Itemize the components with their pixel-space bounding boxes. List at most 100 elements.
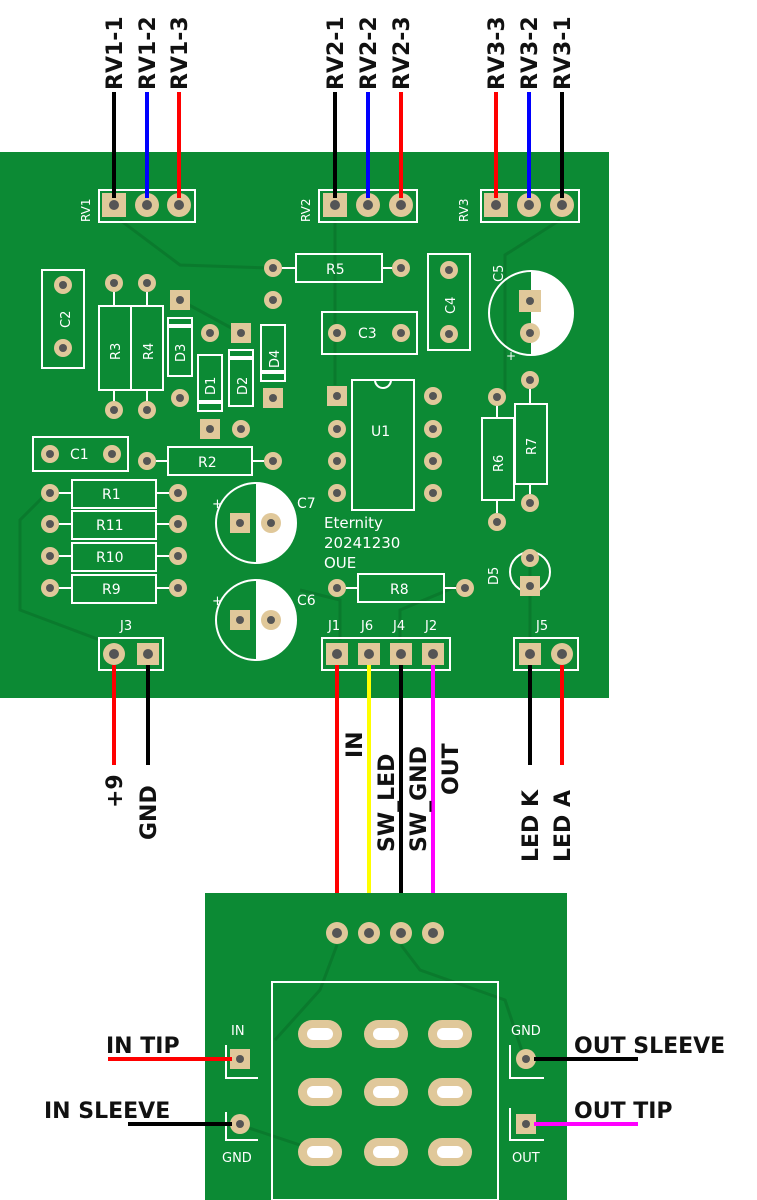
j1-silk: J1 [327,619,340,634]
r9-silk: R9 [102,582,121,598]
r3-r4-resistors: R3 R4 [98,274,164,419]
label-rv3-1: RV3-1 [551,16,576,90]
r7-silk: R7 [525,438,540,455]
label-rv3-3: RV3-3 [485,16,510,90]
out-jack-pads: GND OUT [509,1024,544,1166]
label-sw-led: SW_LED [375,754,400,852]
jack-gnd-left-silk: GND [222,1151,252,1166]
r8-silk: R8 [390,582,409,598]
r6-silk: R6 [492,455,507,472]
board-line3: OUE [324,554,356,572]
j2-silk: J2 [424,619,437,634]
c5-plus: + [506,349,516,363]
rv2-header: RV2 [299,189,418,223]
rv1-header: RV1 [79,189,196,223]
jack-in-silk: IN [231,1024,245,1039]
r2-silk: R2 [198,455,217,471]
c4-capacitor: C4 [427,253,471,351]
label-rv2-1: RV2-1 [324,16,349,90]
jack-traces [239,944,527,1147]
rv1-silk: RV1 [79,198,93,222]
label-out-tip: OUT TIP [574,1099,673,1124]
c6-plus: + [212,594,223,609]
r4-silk: R4 [142,343,157,360]
d2-silk: D2 [236,377,251,395]
c5-silk: C5 [492,265,507,282]
jack-out-silk: OUT [512,1151,540,1166]
j4-silk: J4 [392,619,405,634]
label-out-sleeve: OUT SLEEVE [574,1034,725,1059]
u1-ic: U1 [327,379,442,511]
r3-silk: R3 [109,343,124,360]
c3-capacitor: C3 [321,311,418,355]
label-led-a: LED A [551,790,576,862]
c7-capacitor: C7 + [212,482,316,564]
r5-silk: R5 [326,262,345,278]
label-plus9: +9 [103,774,128,808]
resistor-bank: R1 R11 R10 R9 [41,479,187,604]
d4-diode: D4 [260,291,286,408]
label-rv2-2: RV2-2 [357,16,382,90]
j1-j6-j4-j2-headers: J1 J6 J4 J2 [321,619,451,671]
j6-silk: J6 [360,619,373,634]
pot-wires [112,92,564,198]
r11-silk: R11 [96,518,124,534]
copper-traces [18,218,561,642]
footswitch-3pdt [271,981,499,1200]
label-in: IN [343,731,368,758]
c5-capacitor: C5 + [488,265,574,363]
label-rv1-3: RV1-3 [168,16,193,90]
r5-resistor: R5 [264,253,410,283]
c2-capacitor: C2 [41,269,85,369]
label-led-k: LED K [519,789,544,862]
j3-silk: J3 [119,619,132,634]
c6-silk: C6 [297,593,316,609]
rv2-silk: RV2 [299,198,313,222]
r1-silk: R1 [102,487,121,503]
c3-silk: C3 [358,326,377,342]
c7-plus: + [212,497,223,512]
board-line2: 20241230 [324,534,400,552]
board-line1: Eternity [324,514,383,532]
d5-led: D5 [487,549,551,596]
power-led-labels: +9 GND LED K LED A [103,774,576,862]
label-rv3-2: RV3-2 [518,16,543,90]
d2-diode: D2 [228,323,254,438]
main-pcb-board [0,152,609,698]
signal-wires [335,665,435,922]
r2-resistor: R2 [138,446,282,476]
label-gnd: GND [137,785,162,840]
r6-r7-resistors: R6 R7 [481,371,548,531]
jack-wire-labels: IN TIP IN SLEEVE OUT SLEEVE OUT TIP [44,1034,725,1124]
j5-silk: J5 [535,619,548,634]
c1-capacitor: C1 [32,436,129,472]
label-rv1-2: RV1-2 [136,16,161,90]
r8-resistor: R8 [328,573,474,603]
d1-diode: D1 [197,324,223,439]
signal-wire-labels: IN SW_LED SW_GND OUT [340,725,464,853]
c7-silk: C7 [297,496,316,512]
r10-silk: R10 [96,550,124,566]
jack-wires [108,1057,638,1126]
d4-silk: D4 [268,350,283,368]
pot-wire-labels: RV1-1 RV1-2 RV1-3 RV2-1 RV2-2 RV2-3 RV3-… [103,16,576,90]
u1-silk: U1 [371,424,390,440]
label-out: OUT [439,743,464,795]
label-sw-gnd: SW_GND [407,746,432,852]
label-rv1-1: RV1-1 [103,16,128,90]
c6-capacitor: C6 + [212,579,316,661]
c4-silk: C4 [444,297,459,314]
label-in-tip: IN TIP [106,1034,180,1059]
jack-board-pads [326,922,444,944]
j5-header: J5 [513,619,579,671]
rv3-silk: RV3 [457,198,471,222]
d5-silk: D5 [487,567,502,585]
power-led-wires [112,665,564,765]
c1-silk: C1 [70,447,89,463]
j3-header: J3 [98,619,164,671]
in-jack-pads: IN GND [222,1024,258,1166]
label-rv2-3: RV2-3 [390,16,415,90]
d3-silk: D3 [174,344,189,362]
c2-silk: C2 [59,311,74,328]
